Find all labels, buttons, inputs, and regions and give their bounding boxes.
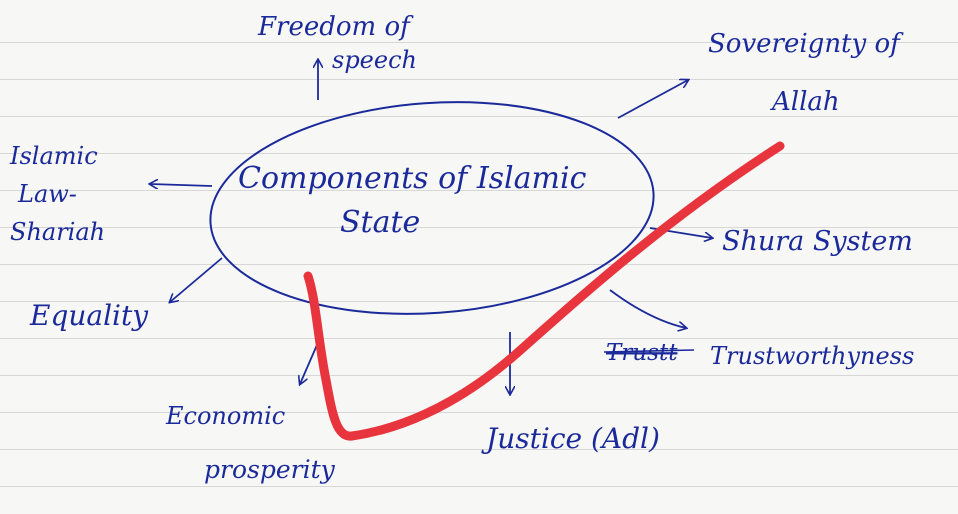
arrow-sovereignty [617,80,688,119]
node-law-line2: Law- [17,180,77,208]
center-title-line2: State [340,205,420,240]
node-trust-struck: Trustt [606,340,678,366]
node-law-line1: Islamic [9,142,98,170]
red-check-mark [303,141,785,441]
node-sovereignty-line1: Sovereignty of [708,29,904,59]
strike-line [603,349,695,353]
node-economic-line2: prosperity [204,455,336,484]
center-title-line1: Components of Islamic [238,161,587,196]
node-freedom-line2: speech [332,46,417,74]
node-equality: Equality [29,299,149,332]
arrow-equality [170,257,223,302]
node-freedom-line1: Freedom of [257,12,414,42]
node-sovereignty-line2: Allah [770,87,840,117]
node-law-line3: Shariah [10,218,105,246]
node-justice: Justice (Adl) [481,422,660,455]
node-shura: Shura System [722,226,913,257]
arrow-trust [609,289,686,328]
node-economic-line1: Economic [165,402,285,430]
center-ellipse [209,101,655,315]
node-trust: Trustworthyness [710,342,914,370]
arrow-law [150,184,213,186]
